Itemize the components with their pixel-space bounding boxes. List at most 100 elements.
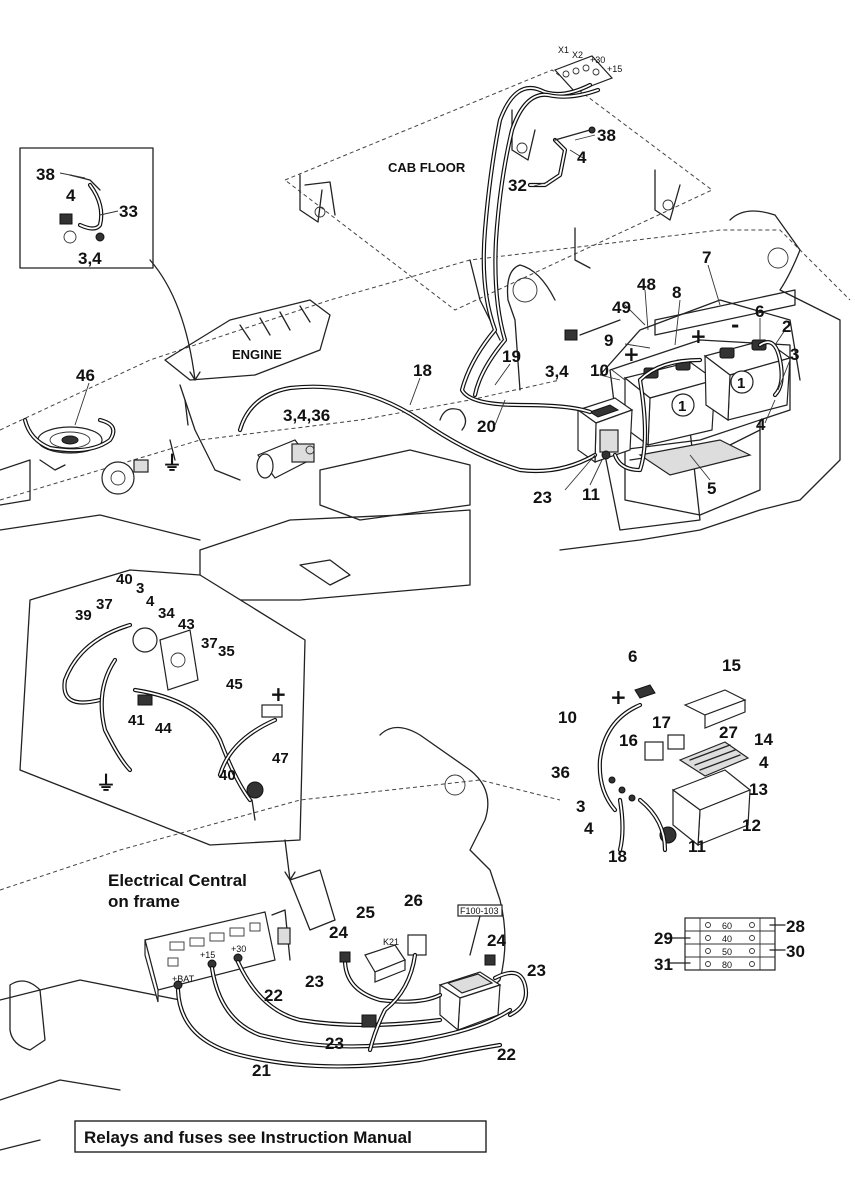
- fuse-40: 40: [722, 934, 732, 944]
- central-p30-label: +30: [231, 944, 246, 954]
- relay-callout-4-right: 4: [759, 753, 769, 772]
- svg-text:⏚: ⏚: [96, 771, 116, 795]
- fuse-range-tag: F100-103: [460, 906, 499, 916]
- callout-33: 33: [119, 202, 138, 221]
- detail-callout-34: 34: [158, 605, 175, 622]
- machine-frame-lower: [0, 726, 561, 1151]
- callout-22-left: 22: [264, 986, 283, 1005]
- cab-floor-label: CAB FLOOR: [388, 160, 466, 175]
- battery-left-plus: +: [623, 342, 640, 366]
- detail-callout-40: 40: [116, 571, 133, 588]
- relay-k21-label: K21: [383, 937, 399, 947]
- electrical-central-panel: +BAT +15 +30: [144, 909, 291, 1003]
- relay-callout-13: 13: [749, 780, 768, 799]
- relay-callout-16: 16: [619, 731, 638, 750]
- detail-callout-43: 43: [178, 616, 195, 633]
- electrical-central-caption-line1: Electrical Central: [108, 871, 247, 890]
- fuse-box-lower: F100-103: [438, 904, 503, 1032]
- detail-callout-39: 39: [75, 607, 92, 624]
- relay-callout-18: 18: [608, 847, 627, 866]
- fuse-80: 80: [722, 960, 732, 970]
- callout-4-cab: 4: [577, 148, 587, 167]
- callout-19: 19: [502, 347, 521, 366]
- detail-callout-4: 4: [146, 593, 155, 610]
- callout-11-top: 11: [582, 485, 600, 504]
- engine-components-46: ⏚: [22, 399, 189, 495]
- battery-right-plus: +: [690, 324, 707, 348]
- battery-left-mark: 1: [678, 398, 686, 415]
- callout-5: 5: [707, 479, 716, 498]
- cables-lower: [175, 951, 529, 1069]
- terminal-strip-top: X1 X2 +30 +15: [553, 45, 622, 93]
- detail-callout-47: 47: [272, 750, 289, 767]
- relay-k21: K21: [364, 934, 427, 983]
- callout-24-left: 24: [329, 923, 348, 942]
- callout-23-top: 23: [533, 488, 552, 507]
- callout-48: 48: [637, 275, 656, 294]
- detail-callout-45: 45: [226, 676, 243, 693]
- callout-numbers: 38 4 33 3,4 38 4 32 46 18 19 20 3,4,36 3…: [36, 126, 805, 1080]
- callout-3-4-36: 3,4,36: [283, 406, 330, 425]
- callout-10-top: 10: [590, 361, 609, 380]
- callout-8: 8: [672, 283, 681, 302]
- central-p15-label: +15: [200, 950, 215, 960]
- callout-6-top: 6: [755, 302, 764, 321]
- terminal-x2: X2: [572, 50, 583, 60]
- callout-22-right: 22: [497, 1045, 516, 1064]
- main-switch-box: [576, 397, 634, 464]
- leader-lines: [59, 134, 791, 491]
- detail-callout-3: 3: [136, 580, 144, 597]
- callout-21: 21: [252, 1061, 271, 1080]
- callout-26: 26: [404, 891, 423, 910]
- relay-callout-27: 27: [719, 723, 738, 742]
- fuse-60: 60: [722, 921, 732, 931]
- terminal-p30: +30: [590, 55, 605, 65]
- engine-block: ENGINE: [164, 299, 331, 481]
- detail-callout-44: 44: [155, 720, 172, 737]
- detail-inset-switch: ⏚ +: [19, 569, 306, 881]
- callout-46: 46: [76, 366, 95, 385]
- battery-left: 1 +: [623, 342, 717, 447]
- callout-23-right: 23: [527, 961, 546, 980]
- footer-note-box: Relays and fuses see Instruction Manual: [74, 1120, 487, 1153]
- callout-31: 31: [654, 955, 673, 974]
- engine-label: ENGINE: [232, 347, 282, 362]
- relay-callout-17: 17: [652, 713, 671, 732]
- relay-callout-15: 15: [722, 656, 741, 675]
- callout-2: 2: [782, 317, 791, 336]
- relay-callout-36: 36: [551, 763, 570, 782]
- fuse-50: 50: [722, 947, 732, 957]
- battery-right: 1 + -: [690, 313, 792, 422]
- callout-29: 29: [654, 929, 673, 948]
- relay-callout-6: 6: [628, 647, 637, 666]
- exploded-relay-box: +: [597, 684, 752, 853]
- footer-note-text: Relays and fuses see Instruction Manual: [84, 1128, 412, 1147]
- cables-upper: [237, 82, 784, 474]
- callout-20: 20: [477, 417, 496, 436]
- callout-30: 30: [786, 942, 805, 961]
- inset-detail-33: [19, 147, 201, 381]
- callout-32: 32: [508, 176, 527, 195]
- relay-callout-4-left: 4: [584, 819, 594, 838]
- callout-24-right: 24: [487, 931, 506, 950]
- battery-right-minus: -: [731, 313, 739, 337]
- callout-4-top: 4: [756, 415, 766, 434]
- detail-plus: +: [270, 682, 287, 706]
- callout-25: 25: [356, 903, 375, 922]
- callout-7: 7: [702, 248, 711, 267]
- callout-9: 9: [604, 331, 613, 350]
- callout-18-top: 18: [413, 361, 432, 380]
- cab-floor-outline: CAB FLOOR: [284, 69, 713, 311]
- callout-23-lower: 23: [325, 1034, 344, 1053]
- callout-23-left: 23: [305, 972, 324, 991]
- svg-text:⏚: ⏚: [162, 451, 182, 475]
- battery-right-mark: 1: [737, 375, 745, 392]
- detail-callout-41: 41: [128, 712, 145, 729]
- callout-3-4-mid: 3,4: [545, 362, 569, 381]
- electrical-central-caption-line2: on frame: [108, 892, 180, 911]
- terminal-p15: +15: [607, 64, 622, 74]
- callout-38-cab: 38: [597, 126, 616, 145]
- callout-4-inset: 4: [66, 186, 76, 205]
- machine-frame-upper: [0, 210, 851, 601]
